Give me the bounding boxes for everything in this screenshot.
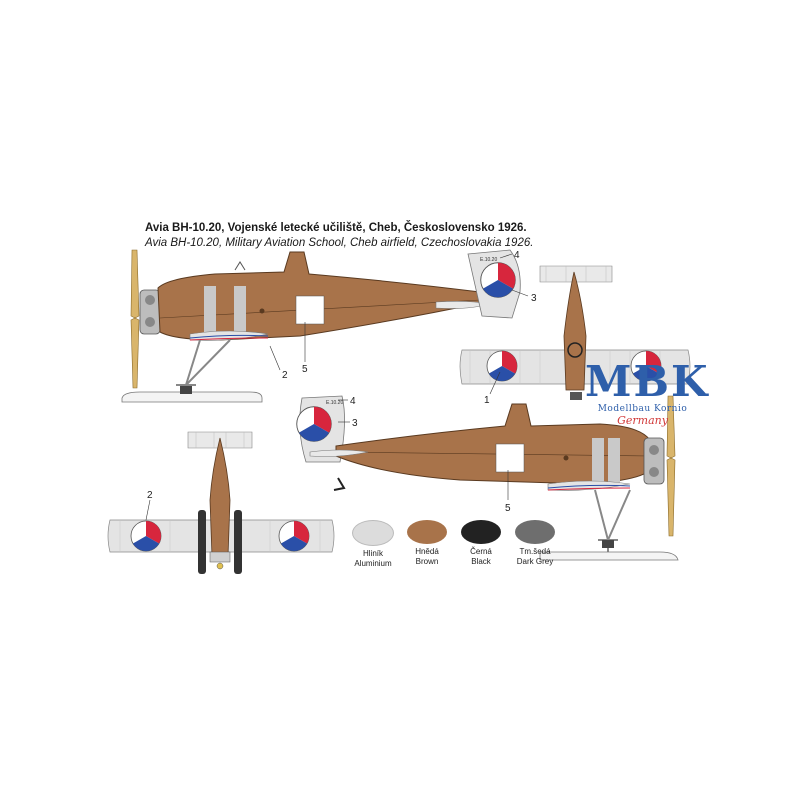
callout-3: 3 — [531, 293, 537, 304]
callout-1: 1 — [484, 395, 490, 406]
callout-5-lower: 5 — [505, 503, 511, 514]
color-swatch-icon — [352, 520, 394, 546]
swatch-brown: Hnědá Brown — [404, 520, 450, 569]
callout-4: 4 — [514, 250, 520, 261]
swatch-aluminium: Hliník Aluminium — [350, 520, 396, 569]
registration-panel — [295, 295, 325, 325]
propeller-icon-lower — [666, 395, 676, 537]
swatch-label-czech: Hliník — [362, 549, 383, 558]
engine-icon — [139, 289, 161, 335]
registration-panel-lower — [495, 443, 525, 473]
color-swatch-icon — [515, 520, 555, 544]
brand-logo: MBK Modellbau Kornio Germany — [585, 357, 710, 428]
brand-country: Germany — [617, 414, 668, 427]
callout-2: 2 — [282, 370, 288, 381]
callout-4-lower: 4 — [350, 396, 356, 407]
fuselage-top — [563, 271, 587, 391]
color-swatch-icon — [407, 520, 447, 544]
engine-icon-lower — [643, 437, 665, 485]
color-legend: Hliník Aluminium Hnědá Brown Černá Black… — [350, 520, 558, 569]
title-czech: Avia BH-10.20, Vojenské letecké učiliště… — [145, 222, 527, 234]
tail-registration: E.10.20 — [480, 257, 497, 263]
swatch-label-czech: Tm.šedá — [519, 547, 551, 556]
fuselage-bottom — [209, 437, 231, 557]
swatch-label-czech: Hnědá — [415, 547, 439, 556]
swatch-label-english: Brown — [415, 557, 439, 566]
title-english: Avia BH-10.20, Military Aviation School,… — [145, 237, 534, 249]
swatch-dark-grey: Tm.šedá Dark Grey — [512, 520, 558, 569]
tail-registration-lower: E.10.20 — [326, 400, 343, 406]
ski-upper — [121, 391, 263, 403]
propeller-icon — [130, 249, 140, 389]
top-view: 1 — [459, 265, 691, 406]
callout-5: 5 — [302, 364, 308, 375]
side-view-lower: E.10.20 4 — [296, 395, 679, 561]
callout-3-lower: 3 — [352, 418, 358, 429]
callout-2-bottom: 2 — [147, 490, 153, 501]
ski-lower — [539, 551, 679, 561]
side-view-upper: E.10.20 4 3 2 5 — [121, 249, 537, 403]
brand-subtitle: Modellbau Kornio — [597, 404, 688, 414]
swatch-black: Černá Black — [458, 520, 504, 569]
swatch-label-czech: Černá — [470, 547, 492, 556]
swatch-label-english: Black — [471, 557, 491, 566]
swatch-label-english: Dark Grey — [516, 557, 554, 566]
bottom-view: 2 — [107, 431, 335, 574]
swatch-label-english: Aluminium — [354, 559, 392, 568]
brand-logo-text: MBK — [585, 357, 710, 406]
color-swatch-icon — [461, 520, 501, 544]
